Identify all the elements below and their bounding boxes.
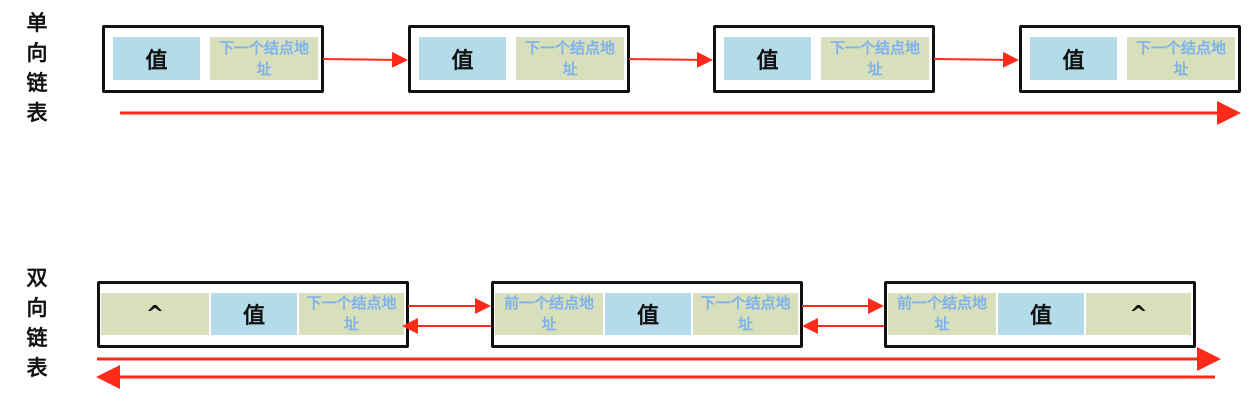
value-cell: 值 [724, 37, 811, 80]
next-arrow [322, 51, 408, 68]
prev-pointer-cell: 前一个结点地址 [495, 293, 603, 335]
value-cell: 值 [211, 293, 297, 335]
null-prev-cell: ^ [101, 293, 209, 335]
next-arrow [628, 51, 713, 68]
next-pointer-cell: 下一个结点地址 [1127, 37, 1235, 80]
singly-linked-list-label: 单向链表 [26, 11, 48, 125]
next-pointer-cell: 下一个结点地址 [516, 37, 624, 80]
next-pointer-cell: 下一个结点地址 [210, 37, 318, 80]
value-cell: 值 [1030, 37, 1117, 80]
value-cell: 值 [113, 37, 200, 80]
next-pointer-cell: 下一个结点地址 [693, 293, 798, 335]
null-next-cell: ^ [1086, 293, 1191, 335]
prev-pointer-cell: 前一个结点地址 [888, 293, 996, 335]
next-pointer-cell: 下一个结点地址 [821, 37, 929, 80]
value-cell: 值 [998, 293, 1084, 335]
doubly-linked-list-label: 双向链表 [26, 266, 48, 380]
next-arrow [933, 51, 1019, 68]
next-pointer-cell: 下一个结点地址 [299, 293, 404, 335]
value-cell: 值 [419, 37, 506, 80]
value-cell: 值 [605, 293, 691, 335]
